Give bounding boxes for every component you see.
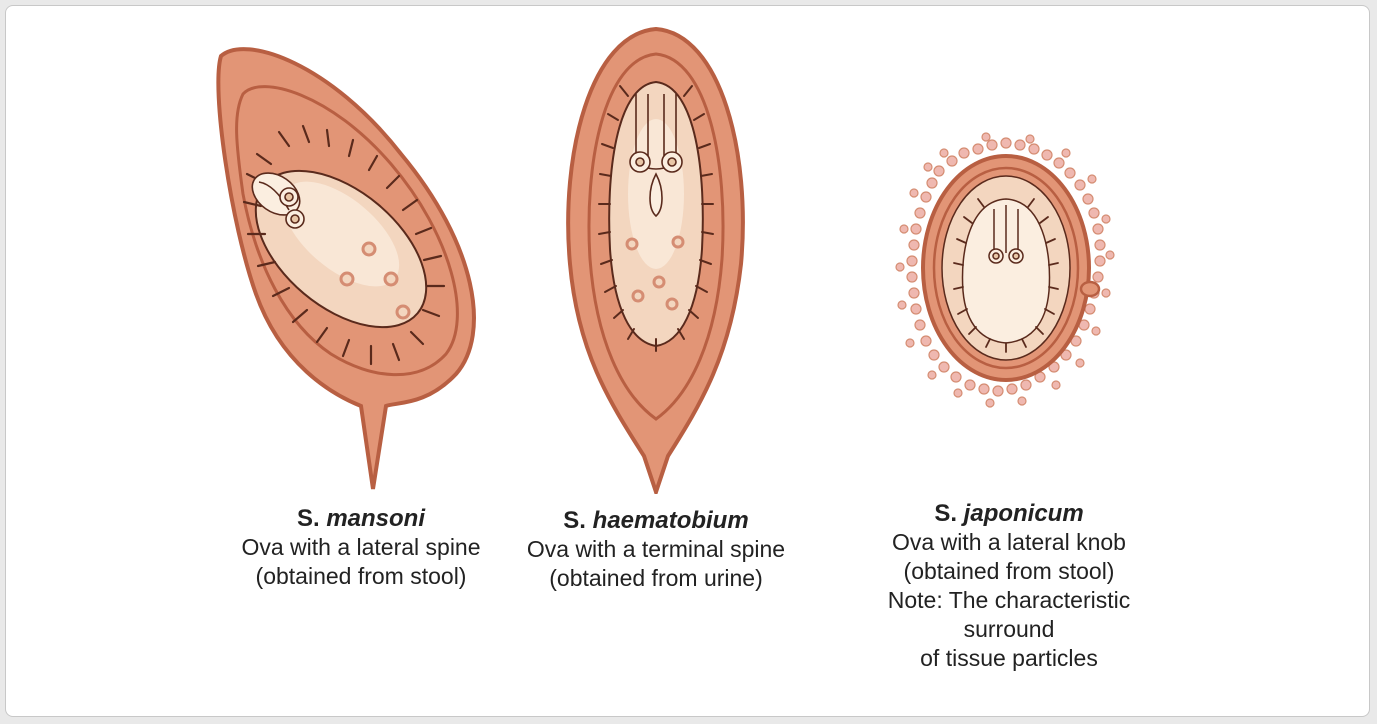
haematobium-name: S. haematobium <box>516 506 796 535</box>
japonicum-name: S. japonicum <box>844 499 1174 528</box>
japonicum-description: Ova with a lateral knob <box>844 528 1174 557</box>
ovum-panel-mansoni: S. mansoni Ova with a lateral spine (obt… <box>211 34 511 591</box>
japonicum-caption: S. japonicum Ova with a lateral knob (ob… <box>844 499 1174 673</box>
ovum-panel-haematobium: S. haematobium Ova with a terminal spine… <box>516 24 796 593</box>
mansoni-caption: S. mansoni Ova with a lateral spine (obt… <box>211 504 511 591</box>
japonicum-knob <box>1081 282 1099 296</box>
mansoni-source: (obtained from stool) <box>211 562 511 591</box>
japonicum-note-line-1: Note: The characteristic surround <box>844 586 1174 644</box>
japonicum-source: (obtained from stool) <box>844 557 1174 586</box>
ovum-panel-japonicum: S. japonicum Ova with a lateral knob (ob… <box>844 131 1174 673</box>
haematobium-description: Ova with a terminal spine <box>516 535 796 564</box>
mansoni-ovum-illustration <box>211 34 511 494</box>
japonicum-note-line-2: of tissue particles <box>844 644 1174 673</box>
figure-frame: S. mansoni Ova with a lateral spine (obt… <box>5 5 1370 717</box>
haematobium-ovum-illustration <box>516 24 796 494</box>
mansoni-description: Ova with a lateral spine <box>211 533 511 562</box>
haematobium-source: (obtained from urine) <box>516 564 796 593</box>
japonicum-ovum-illustration <box>844 131 1174 451</box>
haematobium-caption: S. haematobium Ova with a terminal spine… <box>516 506 796 593</box>
mansoni-name: S. mansoni <box>211 504 511 533</box>
